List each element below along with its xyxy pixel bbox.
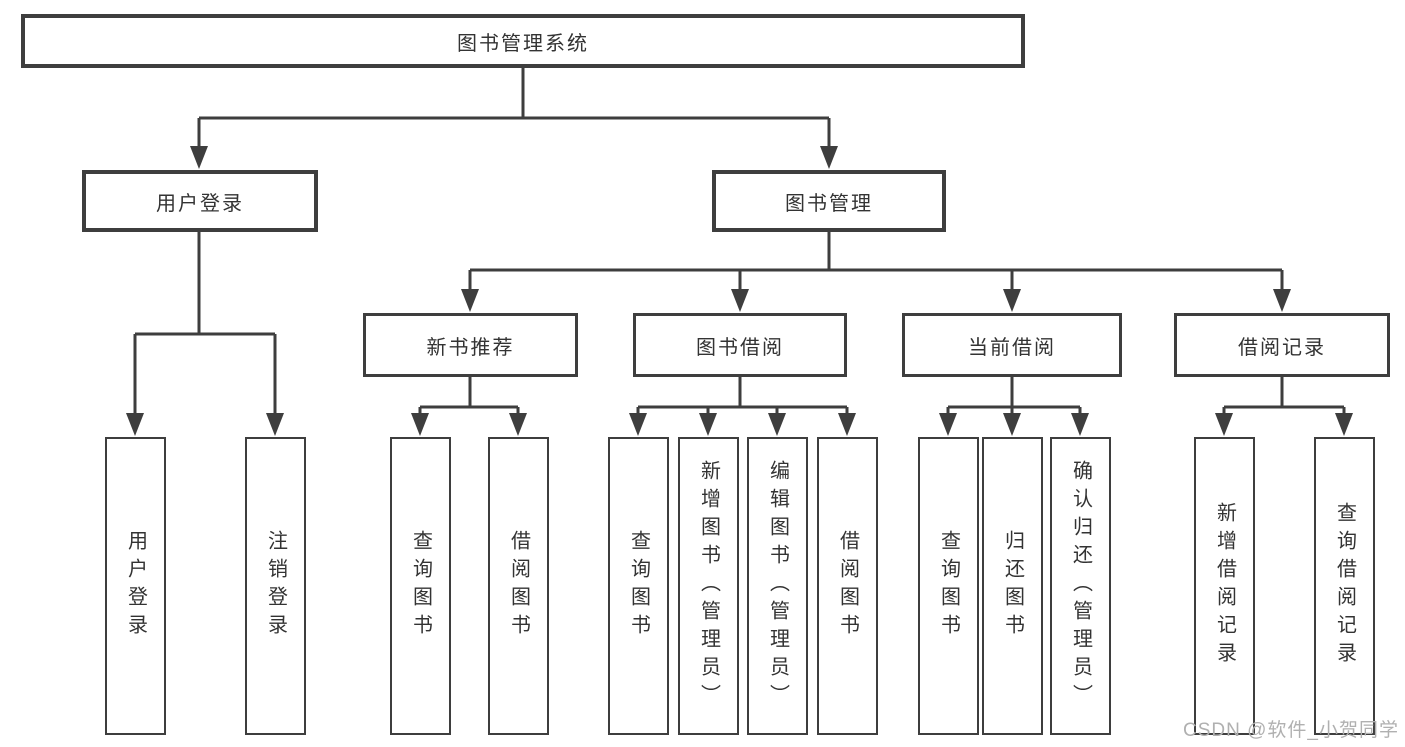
leaf-label: 查询借阅记录: [1333, 502, 1356, 670]
leaf-label: 编辑图书（管理员）: [766, 460, 789, 712]
connector-line: [418, 377, 520, 414]
leaf-label: 归还图书: [1001, 530, 1024, 642]
leaf-query-books: 查询图书: [390, 437, 451, 735]
leaf-label: 借阅图书: [836, 530, 859, 642]
arrow-down-icon: [1215, 413, 1233, 436]
arrow-down-icon: [838, 413, 856, 436]
arrow-down-icon: [820, 146, 838, 169]
leaf-label: 新增图书（管理员）: [697, 460, 720, 712]
leaf-label: 查询图书: [627, 530, 650, 642]
watermark-text: CSDN @软件_小贺同学: [1183, 720, 1399, 741]
leaf-return-books: 归还图书: [982, 437, 1043, 735]
leaf-label: 查询图书: [409, 530, 432, 642]
arrow-down-icon: [939, 413, 957, 436]
leaf-borrow-books: 借阅图书: [817, 437, 878, 735]
connector-user-login: [126, 232, 284, 436]
node-user-login: 用户登录: [82, 170, 318, 232]
node-label: 图书借阅: [696, 336, 784, 359]
connector-line: [946, 377, 1082, 414]
leaf-label: 借阅图书: [507, 530, 530, 642]
arrow-down-icon: [629, 413, 647, 436]
arrow-down-icon: [1335, 413, 1353, 436]
arrow-down-icon: [509, 413, 527, 436]
leaf-user-login: 用户登录: [105, 437, 166, 735]
connector-new-book-recommend: [411, 377, 527, 436]
arrow-down-icon: [1003, 289, 1021, 312]
node-label: 用户登录: [156, 192, 244, 215]
leaf-borrow-books: 借阅图书: [488, 437, 549, 735]
leaf-query-books: 查询图书: [918, 437, 979, 735]
node-root: 图书管理系统: [21, 14, 1025, 68]
node-current-borrow: 当前借阅: [902, 313, 1122, 377]
connector-book-management: [461, 232, 1291, 312]
leaf-query-books: 查询图书: [608, 437, 669, 735]
node-root-label: 图书管理系统: [457, 32, 589, 55]
leaf-edit-books-admin: 编辑图书（管理员）: [747, 437, 808, 735]
node-borrow-records: 借阅记录: [1174, 313, 1390, 377]
arrow-down-icon: [461, 289, 479, 312]
connector-line: [1222, 377, 1346, 414]
connector-borrow-records: [1215, 377, 1353, 436]
leaf-logout: 注销登录: [245, 437, 306, 735]
arrow-down-icon: [768, 413, 786, 436]
arrow-down-icon: [1003, 413, 1021, 436]
arrow-down-icon: [1071, 413, 1089, 436]
connector-book-borrow: [629, 377, 856, 436]
node-label: 新书推荐: [426, 336, 515, 359]
connector-root: [190, 68, 838, 169]
node-new-book-recommend: 新书推荐: [363, 313, 578, 377]
node-label: 图书管理: [785, 192, 873, 215]
leaf-label: 确认归还（管理员）: [1069, 460, 1092, 712]
connector-current-borrow: [939, 377, 1089, 436]
leaf-add-borrow-record: 新增借阅记录: [1194, 437, 1255, 735]
leaf-label: 新增借阅记录: [1213, 502, 1236, 670]
leaf-add-books-admin: 新增图书（管理员）: [678, 437, 739, 735]
arrow-down-icon: [411, 413, 429, 436]
leaf-label: 用户登录: [124, 530, 147, 642]
node-book-borrow: 图书借阅: [633, 313, 847, 377]
node-label: 借阅记录: [1238, 336, 1326, 359]
arrow-down-icon: [190, 146, 208, 169]
arrow-down-icon: [266, 413, 284, 436]
connector-line: [133, 232, 277, 414]
connector-line: [468, 232, 1284, 291]
leaf-label: 注销登录: [264, 530, 287, 642]
connector-line: [197, 68, 831, 148]
leaf-confirm-return-admin: 确认归还（管理员）: [1050, 437, 1111, 735]
leaf-label: 查询图书: [937, 530, 960, 642]
node-label: 当前借阅: [968, 336, 1056, 359]
node-book-management: 图书管理: [712, 170, 946, 232]
arrow-down-icon: [126, 413, 144, 436]
leaf-query-borrow-record: 查询借阅记录: [1314, 437, 1375, 735]
arrow-down-icon: [1273, 289, 1291, 312]
arrow-down-icon: [731, 289, 749, 312]
arrow-down-icon: [699, 413, 717, 436]
connector-line: [636, 377, 849, 414]
